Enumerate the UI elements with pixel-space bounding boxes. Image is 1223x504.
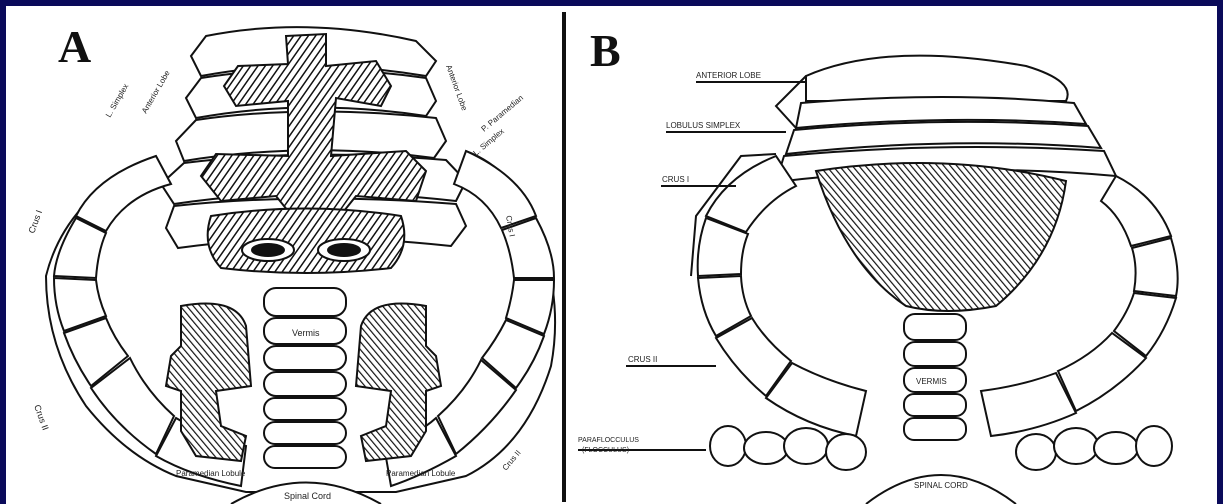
label-paramedian-right: Paramedian Lobule <box>386 469 456 478</box>
label-anterior-lobe-b: ANTERIOR LOBE <box>696 71 761 80</box>
label-anterior-lobe-right: Anterior Lobe <box>444 64 469 113</box>
label-lobulus-simplex-b: LOBULUS SIMPLEX <box>666 121 741 130</box>
label-crus-2-a: Crus II <box>32 403 50 431</box>
label-anterior-lobe-left: Anterior Lobe <box>140 68 172 115</box>
label-crus-1-a: Crus I <box>26 209 44 235</box>
label-spinal-cord-a: Spinal Cord <box>284 491 331 501</box>
label-simplex-right: L. Simplex <box>472 127 506 158</box>
label-spinal-cord-b: SPINAL CORD <box>914 481 968 490</box>
label-paraflocculus-b: PARAFLOCCULUS <box>578 437 639 444</box>
label-crus-1-b: CRUS I <box>662 175 689 184</box>
label-crus-2-b: CRUS II <box>628 355 657 364</box>
label-vermis-a: Vermis <box>292 328 320 338</box>
label-flocculus-b: (FLOCCULUS) <box>582 447 629 454</box>
label-paramedian-left: Paramedian Lobule <box>176 469 246 478</box>
label-simplex-left: L. Simplex <box>104 82 130 119</box>
label-vermis-b: VERMIS <box>916 377 947 386</box>
figure-frame: A B <box>6 6 1217 504</box>
label-crus-2-right-a: Crus II <box>501 448 523 472</box>
label-p-paramedian: P. Paramedian <box>480 93 526 133</box>
cerebellum-diagrams: Vermis Spinal Cord Crus I Crus II Anteri… <box>6 6 1217 504</box>
